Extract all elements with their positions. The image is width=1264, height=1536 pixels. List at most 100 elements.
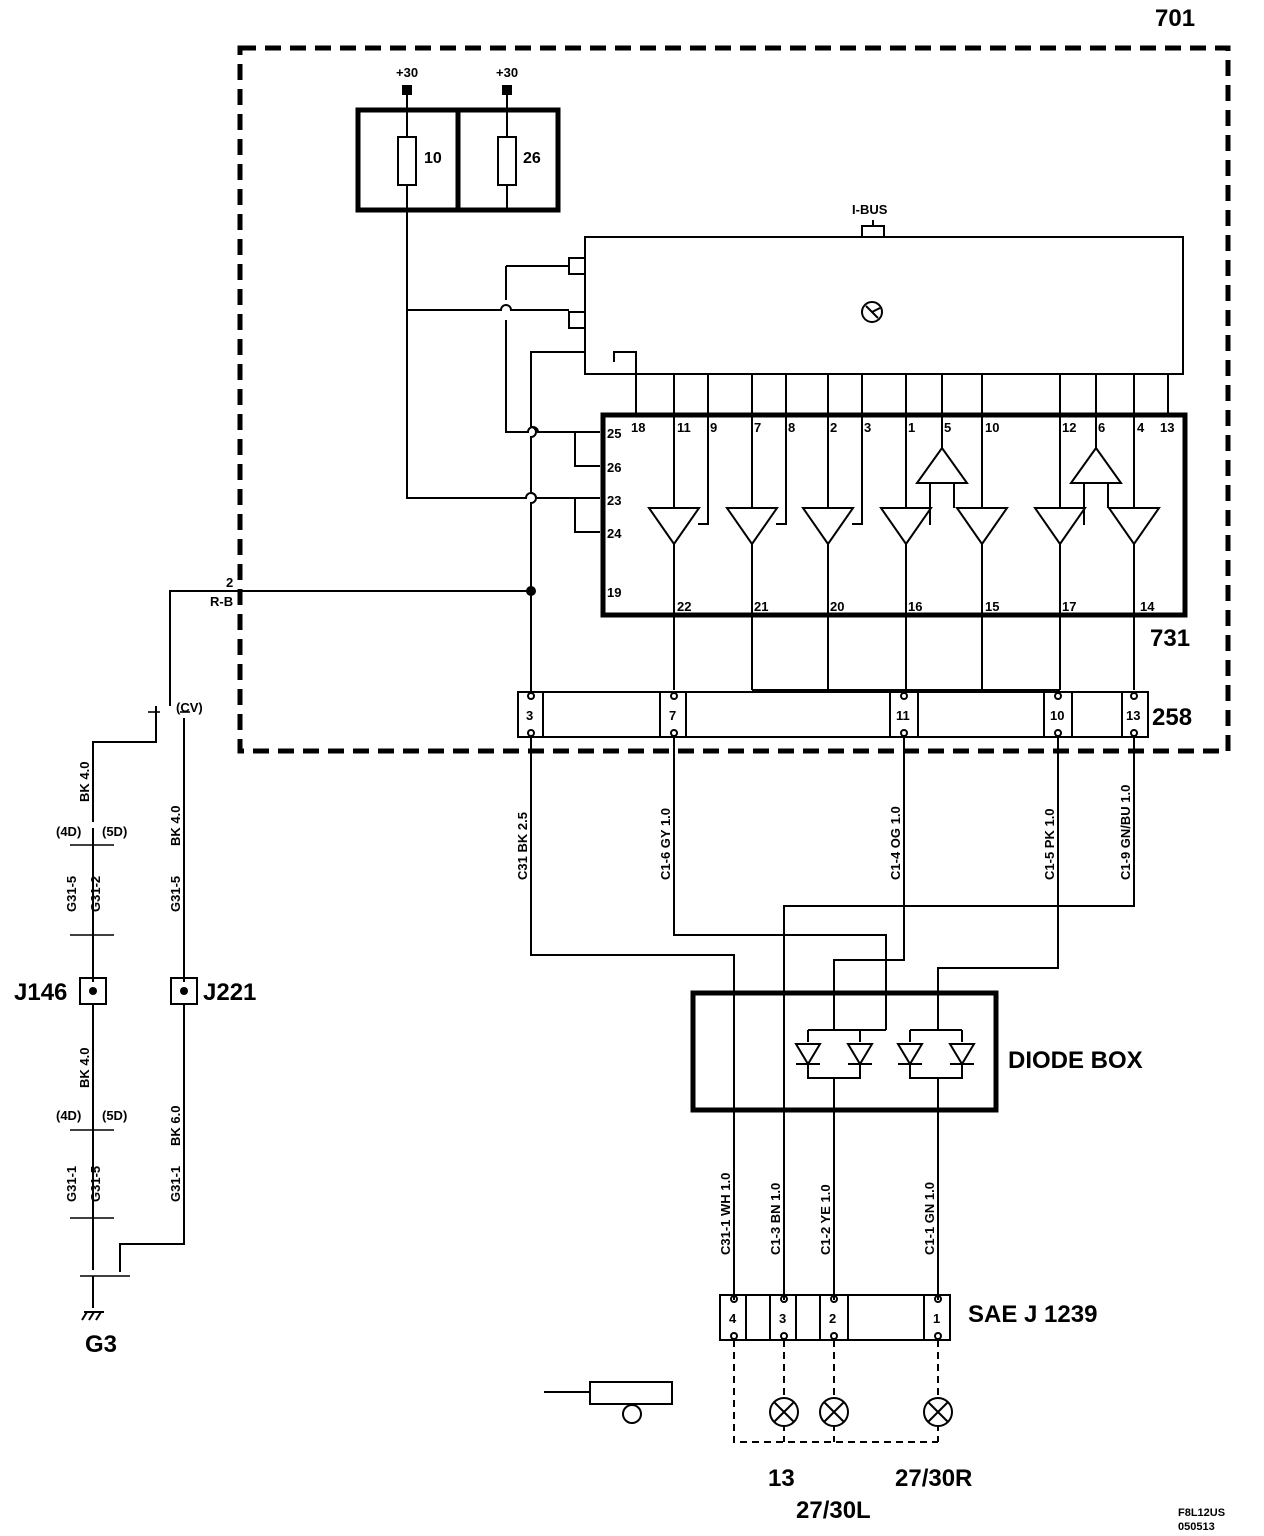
driver-icon xyxy=(955,507,1009,546)
trailer-icon xyxy=(544,1381,673,1424)
module-symbol-icon xyxy=(861,301,883,323)
g31-5-a-label: G31-5 xyxy=(64,876,79,912)
d5-a-label: (5D) xyxy=(102,824,127,839)
driver-icon xyxy=(801,507,855,546)
ground-icon xyxy=(81,1311,104,1321)
pin2-label: 2 xyxy=(226,575,233,590)
module-701-label: 701 xyxy=(1155,5,1195,32)
j221-label: J221 xyxy=(203,979,256,1006)
wire-label: C1-4 OG 1.0 xyxy=(888,806,903,880)
module-731-label: 731 xyxy=(1150,625,1190,652)
pin-label: 2 xyxy=(830,420,837,435)
wire-label: C1-9 GN/BU 1.0 xyxy=(1118,785,1133,880)
g31-1-b-label: G31-1 xyxy=(168,1166,183,1202)
lamp-2730l-label: 27/30L xyxy=(796,1497,871,1524)
conn-pin-label: 10 xyxy=(1050,708,1064,723)
pin-label: 22 xyxy=(677,599,691,614)
lamp-13-label: 13 xyxy=(768,1465,795,1492)
diode-icon xyxy=(794,1043,822,1066)
driver-triangles xyxy=(647,446,1161,546)
lamp-icon xyxy=(923,1397,953,1427)
driver-icon xyxy=(1107,507,1161,546)
wire-label: C31 BK 2.5 xyxy=(515,812,530,880)
pin-label: 7 xyxy=(754,420,761,435)
ibus-label: I-BUS xyxy=(852,202,888,217)
pin-label: 8 xyxy=(788,420,795,435)
terminal-plus30-a xyxy=(402,85,412,95)
ic-left-pin-labels: 25 26 23 24 19 xyxy=(607,426,622,600)
wire-label: C1-1 GN 1.0 xyxy=(922,1182,937,1255)
driver-icon xyxy=(1033,507,1087,546)
conn-pin-label: 1 xyxy=(933,1311,940,1326)
pin-label: 6 xyxy=(1098,420,1105,435)
conn-pin-label: 11 xyxy=(896,708,910,723)
pin-label: 3 xyxy=(864,420,871,435)
conn-pin-label: 2 xyxy=(829,1311,836,1326)
driver-outputs xyxy=(673,544,1135,690)
plus30-b-label: +30 xyxy=(496,65,518,80)
pin-label: 16 xyxy=(908,599,922,614)
driver-icon xyxy=(725,507,779,546)
conn-pin-label: 4 xyxy=(729,1311,737,1326)
ground-harness: (CV) xyxy=(70,700,203,1321)
diodes xyxy=(794,1029,976,1300)
pin-label: 15 xyxy=(985,599,999,614)
g31-2-label: G31-2 xyxy=(88,876,103,912)
rb-label: R-B xyxy=(210,594,233,609)
conn-pin-label: 3 xyxy=(779,1311,786,1326)
fuse-26 xyxy=(497,136,517,186)
g3-label: G3 xyxy=(85,1331,117,1358)
wire-label: C1-5 PK 1.0 xyxy=(1042,808,1057,880)
pin-label: 25 xyxy=(607,426,621,441)
fuse-block: +30 +30 10 26 xyxy=(355,65,561,213)
g31-5-c-label: G31-5 xyxy=(88,1166,103,1202)
g31-1-a-label: G31-1 xyxy=(64,1166,79,1202)
pin-label: 10 xyxy=(985,420,999,435)
wire-label: C1-3 BN 1.0 xyxy=(768,1183,783,1255)
pin-label: 21 xyxy=(754,599,768,614)
connector-258-label: 258 xyxy=(1152,704,1192,731)
d4-b-label: (4D) xyxy=(56,1108,81,1123)
lamp-2730r-label: 27/30R xyxy=(895,1465,972,1492)
pin-label: 5 xyxy=(944,420,951,435)
conn-pin-label: 3 xyxy=(526,708,533,723)
diode-box-label: DIODE BOX xyxy=(1008,1047,1143,1074)
module-outputs xyxy=(673,374,1169,415)
pin-label: 12 xyxy=(1062,420,1076,435)
driver-icon xyxy=(647,507,701,546)
fuse-10 xyxy=(397,136,417,186)
diode-icon xyxy=(846,1043,874,1066)
trailer-lamps xyxy=(733,1340,953,1443)
pin-label: 13 xyxy=(1160,420,1174,435)
d5-b-label: (5D) xyxy=(102,1108,127,1123)
conn-pin-label: 13 xyxy=(1126,708,1140,723)
wire-label: C1-2 YE 1.0 xyxy=(818,1184,833,1255)
bk40-b-label: BK 4.0 xyxy=(168,806,183,846)
footer-code: F8L12US xyxy=(1178,1507,1225,1519)
ic-top-pin-labels: 18 11 9 7 8 2 3 1 5 10 12 6 4 13 xyxy=(631,420,1174,435)
driver-731 xyxy=(600,412,1188,618)
lamp-icon xyxy=(819,1397,849,1427)
diode-icon xyxy=(948,1043,976,1066)
control-module xyxy=(584,236,1184,375)
conn-pin-label: 7 xyxy=(669,708,676,723)
receiver-icon xyxy=(915,446,969,484)
pin-label: 11 xyxy=(677,420,691,435)
wire-label: C1-6 GY 1.0 xyxy=(658,808,673,880)
g31-5-b-label: G31-5 xyxy=(168,876,183,912)
cv-label: (CV) xyxy=(176,700,203,715)
pin-label: 4 xyxy=(1137,420,1145,435)
terminal-plus30-b xyxy=(502,85,512,95)
pin-label: 9 xyxy=(710,420,717,435)
diode-box xyxy=(690,990,999,1113)
fuse-26-label: 26 xyxy=(523,150,541,167)
connector-258: 3 7 11 10 13 xyxy=(517,691,1149,738)
d4-a-label: (4D) xyxy=(56,824,81,839)
junction-dot xyxy=(526,586,536,596)
receiver-icon xyxy=(1069,446,1123,484)
pin-label: 23 xyxy=(607,493,621,508)
lamp-icon xyxy=(769,1397,799,1427)
ic-bottom-pin-labels: 22 21 20 16 15 17 14 xyxy=(677,599,1155,614)
bk60-label: BK 6.0 xyxy=(168,1106,183,1146)
ic-internal-wiring xyxy=(673,415,1135,525)
